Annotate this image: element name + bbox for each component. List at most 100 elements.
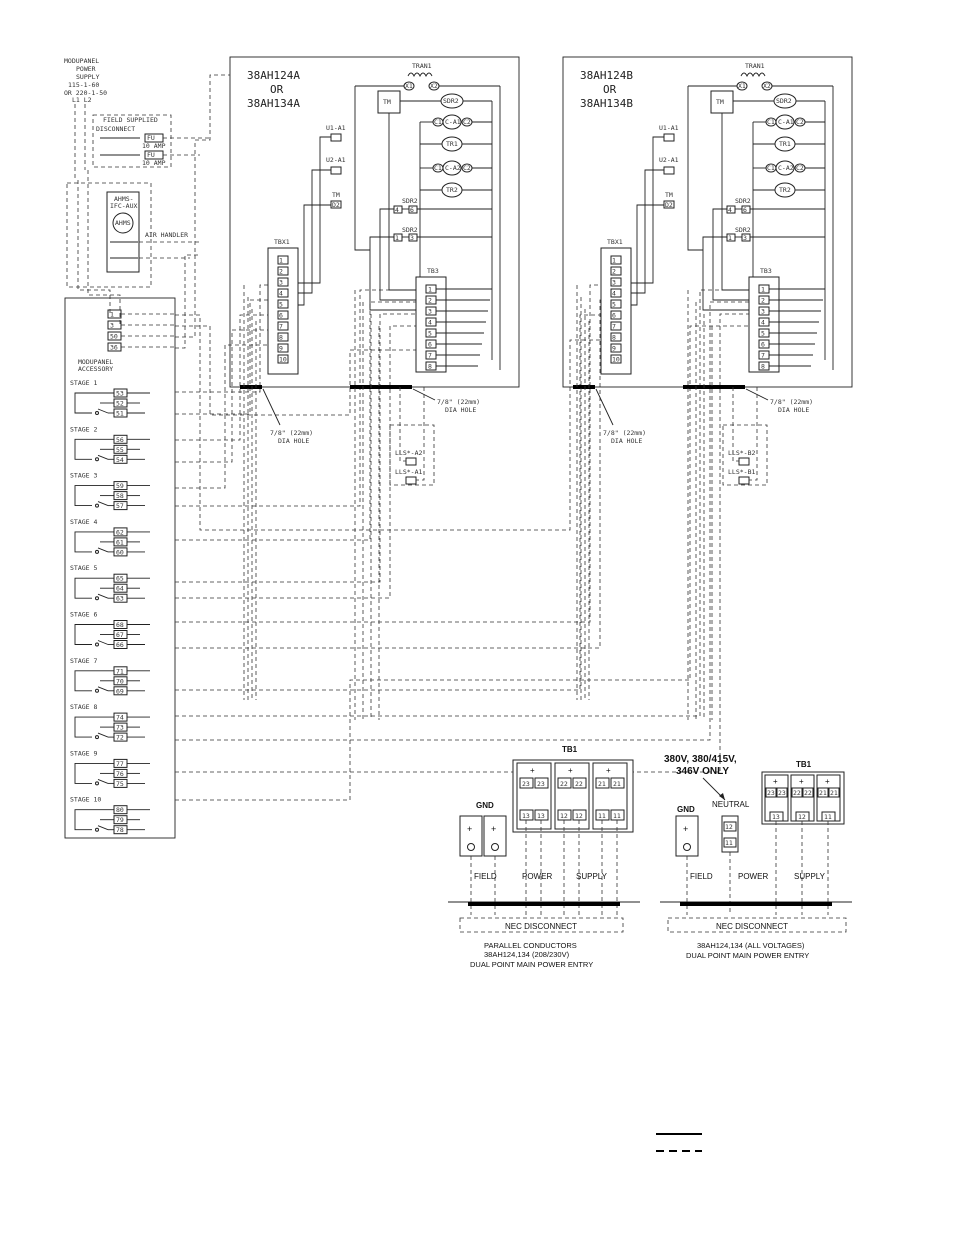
- lls-2-label: LLS*-B2: [728, 449, 755, 457]
- fuse-2-rating: 10 AMP: [142, 159, 166, 167]
- power-supply-line-2: POWER: [76, 65, 96, 73]
- terminal-label: 36: [110, 344, 118, 352]
- x1-label: X1: [738, 82, 746, 90]
- power-right: POWER: [738, 872, 768, 881]
- caption-left-2: 38AH124,134 (208/230V): [484, 950, 570, 959]
- svg-text:+: +: [683, 824, 688, 834]
- tbx1-terminal: [277, 343, 289, 353]
- c1-label: C1: [434, 118, 442, 126]
- stage-terminal-label: 67: [116, 631, 124, 639]
- u2-coil: [663, 166, 675, 175]
- d2-terminal: [330, 200, 342, 209]
- ca2-contactor: [442, 160, 462, 176]
- tb1-left-terminal-label: 12: [575, 812, 583, 820]
- tb3-terminal-label: 4: [428, 319, 432, 327]
- tb1-left-terminal-label: 12: [560, 812, 568, 820]
- unit-title-2: OR: [603, 83, 617, 96]
- stage-terminal-label: 78: [116, 826, 124, 834]
- tb1-right-terminal-label: 22: [804, 789, 812, 797]
- tb1-left-terminal: [534, 809, 549, 821]
- tb3-terminal-label: 5: [428, 330, 432, 338]
- tb1-left-terminal-label: 11: [613, 812, 621, 820]
- sdr-contact-b-term-2: 3: [410, 234, 414, 242]
- sdr-contact-b-label: SDR2: [735, 226, 751, 234]
- tbx1-terminal: [610, 277, 622, 287]
- caption-right-2: DUAL POINT MAIN POWER ENTRY: [686, 951, 809, 960]
- ground-screw-icon: [683, 843, 691, 851]
- tm-label: TM: [716, 98, 724, 106]
- air-handler-line-1: AHMS-: [114, 195, 134, 203]
- tr2-label: TR2: [779, 186, 791, 194]
- tb1-right-terminal-label: 23: [778, 789, 786, 797]
- tbx1-terminal-label: 1: [612, 257, 616, 265]
- tb1-right-terminal: [828, 787, 840, 798]
- sdr-contact-a-term-2: 6: [743, 206, 747, 214]
- tbx1-terminal-label: 10: [279, 356, 287, 364]
- tb3-terminal-label: 2: [761, 297, 765, 305]
- caption-left-1: PARALLEL CONDUCTORS: [484, 941, 577, 950]
- tb1-right-terminal-label: 23: [767, 789, 775, 797]
- field-wiring: [77, 74, 760, 801]
- modupanel-title-1: MODUPANEL: [78, 358, 113, 366]
- lls-2-label: LLS*-A2: [395, 449, 422, 457]
- u2-coil-label: U2-A1: [659, 156, 679, 164]
- hole-right-dia: DIA HOLE: [778, 406, 809, 414]
- tb1-right-terminal-label: 22: [793, 789, 801, 797]
- stage-terminal-label: 73: [116, 724, 124, 732]
- c2-label: C2: [463, 118, 471, 126]
- tb1-right-terminal: [791, 787, 803, 798]
- tb1-left-terminal-label: 13: [522, 812, 530, 820]
- ground-screw-icon: [467, 843, 475, 851]
- sdr2-label: SDR2: [776, 97, 792, 105]
- sdr-contact-b-term-1: 1: [728, 234, 732, 242]
- stage-label: STAGE 6: [70, 611, 97, 619]
- x1-label: X1: [405, 82, 413, 90]
- tb3-terminal-label: 8: [761, 363, 765, 371]
- tb1-right-terminal: [769, 811, 784, 822]
- terminal-label: 3: [110, 322, 114, 330]
- tbx1-terminal-label: 5: [612, 301, 616, 309]
- tbx1-terminal: [610, 321, 622, 331]
- tb3-terminal-label: 6: [761, 341, 765, 349]
- svg-text:+: +: [799, 777, 804, 786]
- tb1-left-terminal-label: 21: [613, 780, 621, 788]
- tb1-left-terminal-label: 22: [575, 780, 583, 788]
- hole-right-dia: DIA HOLE: [445, 406, 476, 414]
- disconnect-label-2: DISCONNECT: [96, 125, 135, 133]
- stage-label: STAGE 2: [70, 425, 97, 433]
- lls-1-label: LLS*-B1: [728, 468, 755, 476]
- tb1-left-terminal-label: 11: [598, 812, 606, 820]
- tb1-right-terminal: [817, 787, 829, 798]
- tb1-right-terminal: [802, 787, 814, 798]
- tb3-terminal-label: 1: [428, 286, 432, 294]
- tbx1-label: TBX1: [607, 238, 623, 246]
- tb1-left-terminal-label: 21: [598, 780, 606, 788]
- u2-coil-label: U2-A1: [326, 156, 346, 164]
- tb1-left-terminal-label: 13: [537, 812, 545, 820]
- tr1-label: TR1: [779, 140, 791, 148]
- stage-terminal-label: 66: [116, 641, 124, 649]
- tb1-right-terminal-label: 13: [772, 813, 780, 821]
- tran-label: TRAN1: [412, 62, 432, 70]
- tbx1-terminal-label: 8: [279, 334, 283, 342]
- tbx1-label: TBX1: [274, 238, 290, 246]
- tbx1-terminal-label: 10: [612, 356, 620, 364]
- voltage-note-2: 346V ONLY: [676, 766, 729, 777]
- tbx1-terminal: [610, 266, 622, 276]
- stage-terminal-label: 52: [116, 400, 124, 408]
- hole-right-size: 7/8" (22mm): [770, 398, 813, 406]
- svg-text:+: +: [530, 766, 535, 775]
- power-supply-block: MODUPANEL POWER SUPPLY 115-1-60 OR 220-1…: [64, 57, 210, 180]
- stage-terminal-label: 76: [116, 770, 124, 778]
- tbx1-terminal: [277, 332, 289, 342]
- tb1-left-terminal: [534, 777, 549, 789]
- tbx1-terminal: [610, 343, 622, 353]
- stage-terminal-label: 68: [116, 621, 124, 629]
- power-supply-line-6: L1 L2: [72, 96, 92, 104]
- tb3-terminal-label: 5: [761, 330, 765, 338]
- lls-2-solenoid: [405, 457, 417, 466]
- tb1-left-terminal-label: 23: [537, 780, 545, 788]
